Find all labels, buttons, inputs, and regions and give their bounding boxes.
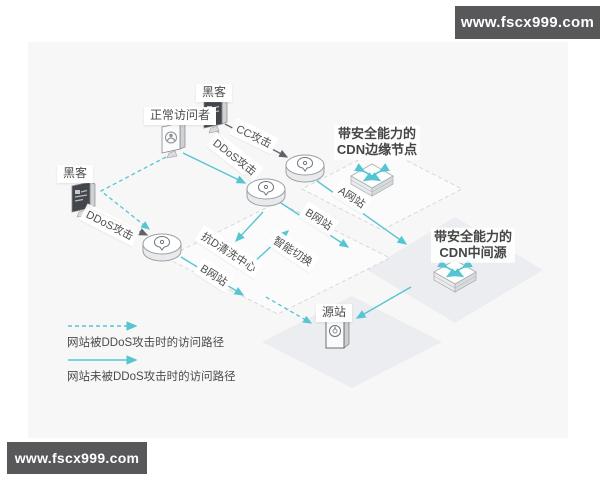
edge-node-title: 带安全能力的 CDN边缘节点: [333, 124, 421, 160]
mid-source-title-line2: CDN中间源: [439, 245, 507, 260]
watermark-bottom-left: www.fscx999.com: [7, 442, 147, 474]
cdn-node-icon-cleaning: [142, 233, 182, 262]
hacker-top-label: 黑客: [195, 84, 233, 102]
visitor-attacked-path-arrow: [99, 156, 167, 230]
mid-source-to-origin-arrow: [355, 286, 412, 319]
edge-node-title-line1: 带安全能力的: [337, 125, 417, 141]
watermark-top-right: www.fscx999.com: [455, 6, 600, 39]
cleaning-to-origin-arrow: [265, 296, 313, 324]
origin-label: 源站: [315, 304, 353, 322]
visitor-pc-icon: [161, 122, 186, 159]
legend-normal-path: 网站未被DDoS攻击时的访问路径: [67, 371, 236, 383]
visitor-label: 正常访问者: [143, 107, 217, 125]
smart-switch-arrow-down: [235, 211, 264, 243]
cdn-cube-icon-mid-source: [433, 259, 477, 293]
mid-source-title: 带安全能力的 CDN中间源: [430, 227, 516, 263]
legend-attacked-path: 网站被DDoS攻击时的访问路径: [67, 337, 225, 349]
origin-server-icon: [324, 314, 351, 349]
visitor-normal-path-arrow: [182, 152, 247, 184]
mid-source-title-line1: 带安全能力的: [433, 228, 513, 244]
region-cleaning-center: [164, 201, 392, 315]
cdn-node-icon-site-b: [246, 178, 286, 207]
edge-node-title-line2: CDN边缘节点: [336, 142, 418, 157]
cdn-cube-icon-edge-node: [350, 163, 394, 197]
cdn-node-icon-site-a: [285, 154, 325, 183]
hacker-left-label: 黑客: [56, 165, 94, 183]
